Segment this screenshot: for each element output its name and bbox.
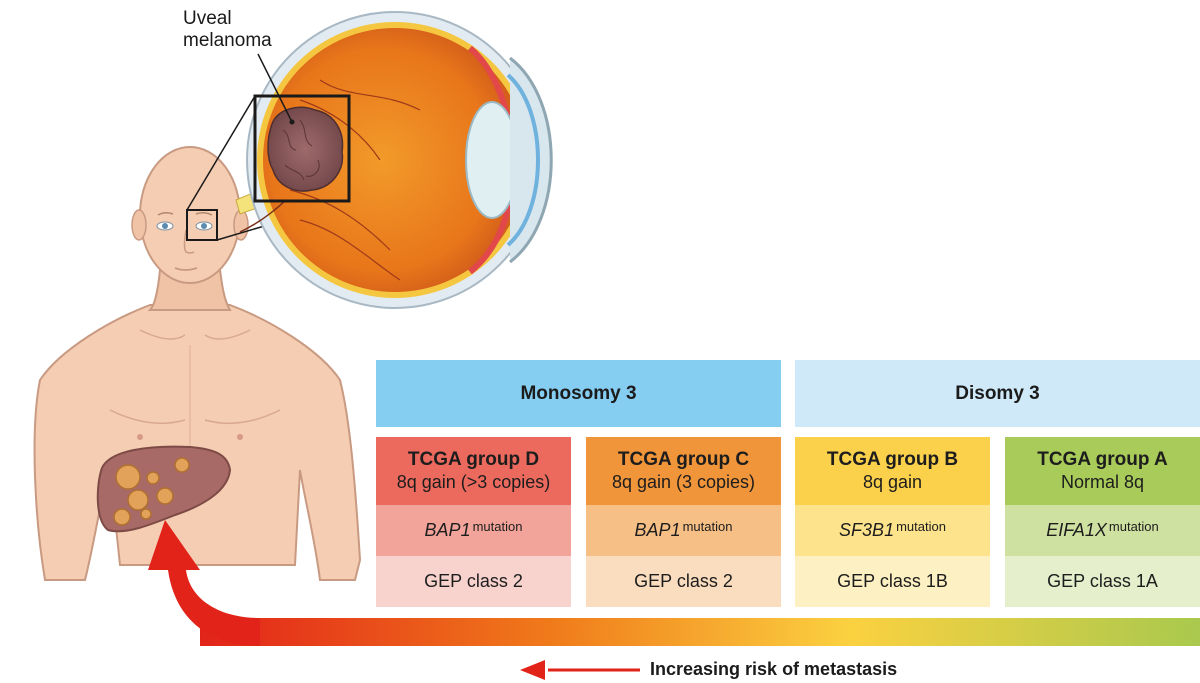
liver [96, 445, 232, 533]
uveal-line-2: melanoma [183, 30, 272, 51]
group-b-gep: GEP class 1B [837, 571, 948, 591]
neck [147, 269, 232, 311]
uveal-melanoma-label: Uveal melanoma [183, 8, 272, 52]
group-c-title-cell: TCGA group C 8q gain (3 copies) [586, 437, 781, 505]
group-d-title-cell: TCGA group D 8q gain (>3 copies) [376, 437, 571, 505]
group-b-title-cell: TCGA group B 8q gain [795, 437, 990, 505]
group-a-gep: GEP class 1A [1047, 571, 1158, 591]
group-a-title-cell: TCGA group A Normal 8q [1005, 437, 1200, 505]
group-d-name: TCGA group D [407, 449, 540, 470]
group-c-subtitle: 8q gain (3 copies) [611, 472, 756, 492]
group-b-name: TCGA group B [826, 449, 959, 470]
group-a-gene: EIFA1X [1046, 520, 1107, 540]
tumor-zoom-box [253, 94, 351, 203]
tumor [267, 106, 344, 192]
right-ear [233, 209, 249, 241]
head [139, 146, 241, 284]
group-d-mutation: mutation [472, 519, 523, 534]
group-d-subtitle: 8q gain (>3 copies) [396, 472, 551, 492]
group-b-gep-cell: GEP class 1B [795, 556, 990, 607]
eye-zoom-box [186, 209, 218, 241]
group-c-mutation: mutation [682, 519, 733, 534]
group-a-subtitle: Normal 8q [1060, 472, 1145, 492]
header-monosomy: Monosomy 3 [376, 360, 781, 427]
header-disomy: Disomy 3 [795, 360, 1200, 427]
group-c-gep-cell: GEP class 2 [586, 556, 781, 607]
risk-arrow-icon [520, 660, 545, 680]
group-a-gep-cell: GEP class 1A [1005, 556, 1200, 607]
eye-cross-section [235, 11, 553, 309]
torso [33, 304, 362, 581]
group-d-gep: GEP class 2 [424, 571, 523, 591]
group-c-gep: GEP class 2 [634, 571, 733, 591]
group-a-mutation: mutation [1108, 519, 1159, 534]
left-ear [131, 209, 147, 241]
header-disomy-label: Disomy 3 [955, 382, 1040, 404]
risk-label: Increasing risk of metastasis [650, 659, 898, 679]
group-b-subtitle: 8q gain [862, 472, 923, 492]
group-b-mutation: mutation [896, 519, 946, 534]
risk-curved-arrow [148, 520, 260, 646]
group-d-gep-cell: GEP class 2 [376, 556, 571, 607]
risk-gradient-bar [200, 618, 1200, 646]
group-c-name: TCGA group C [617, 449, 750, 470]
group-c-gene: BAP1 [634, 520, 681, 540]
header-monosomy-label: Monosomy 3 [520, 382, 637, 404]
group-b-gene: SF3B1 [839, 520, 895, 540]
group-a-name: TCGA group A [1037, 449, 1168, 470]
uveal-line-1: Uveal [183, 8, 232, 29]
group-d-gene: BAP1 [424, 520, 471, 540]
